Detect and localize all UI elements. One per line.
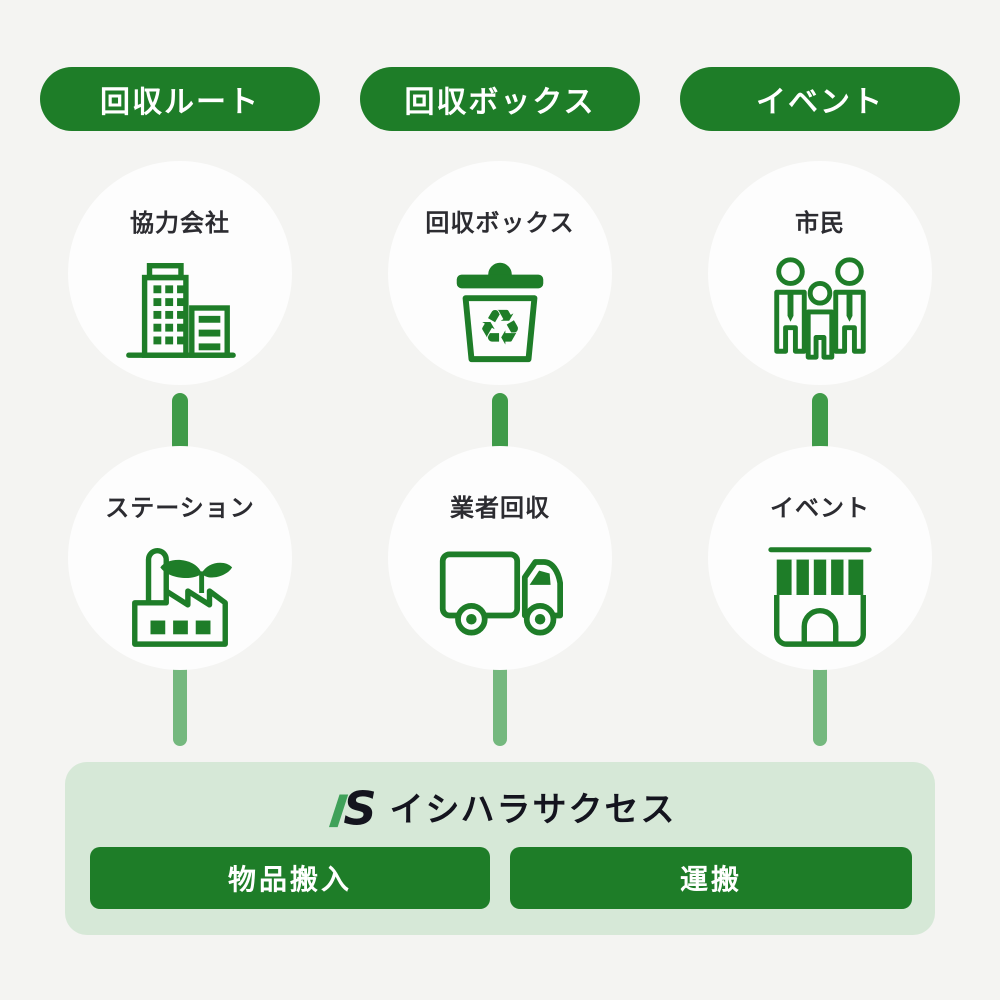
storefront-icon	[757, 531, 883, 655]
is-logo-mark: S	[328, 781, 376, 831]
column-collection-box: 回収ボックス 回収ボックス ♻ 業者回収	[360, 0, 640, 760]
connector-top	[812, 393, 828, 453]
node-label: 協力会社	[130, 210, 230, 237]
pill-collection-route: 回収ルート	[40, 67, 320, 131]
node-label: ステーション	[105, 495, 255, 522]
connector-bottom	[813, 655, 827, 746]
node-label: 業者回収	[450, 495, 550, 522]
goods-carry-in-button: 物品搬入	[90, 847, 490, 909]
node-collection-box: 回収ボックス ♻	[388, 161, 612, 385]
node-label: 市民	[795, 210, 845, 237]
node-partner-company: 協力会社	[68, 161, 292, 385]
node-citizens: 市民	[708, 161, 932, 385]
svg-text:S: S	[343, 781, 376, 831]
company-name: イシハラサクセス	[389, 790, 677, 829]
column-event: イベント 市民	[680, 0, 960, 760]
recycle-bin-icon: ♻	[437, 246, 563, 370]
pill-collection-box: 回収ボックス	[360, 67, 640, 131]
company-panel: S イシハラサクセス 物品搬入 運搬	[65, 762, 935, 935]
company-logo: S イシハラサクセス	[65, 780, 935, 832]
node-vendor-collection: 業者回収	[388, 446, 612, 670]
node-label: 回収ボックス	[425, 210, 575, 237]
column-collection-route: 回収ルート 協力会社	[40, 0, 320, 760]
connector-bottom	[173, 655, 187, 746]
connector-bottom	[493, 655, 507, 746]
transport-button: 運搬	[510, 847, 912, 909]
svg-text:♻: ♻	[478, 298, 522, 356]
office-building-icon	[117, 246, 243, 370]
truck-icon	[437, 531, 563, 655]
node-label: イベント	[770, 495, 870, 522]
eco-factory-icon	[117, 531, 243, 655]
citizens-icon	[757, 246, 883, 370]
node-station: ステーション	[68, 446, 292, 670]
pill-event: イベント	[680, 67, 960, 131]
node-event: イベント	[708, 446, 932, 670]
connector-top	[492, 393, 508, 453]
connector-top	[172, 393, 188, 453]
